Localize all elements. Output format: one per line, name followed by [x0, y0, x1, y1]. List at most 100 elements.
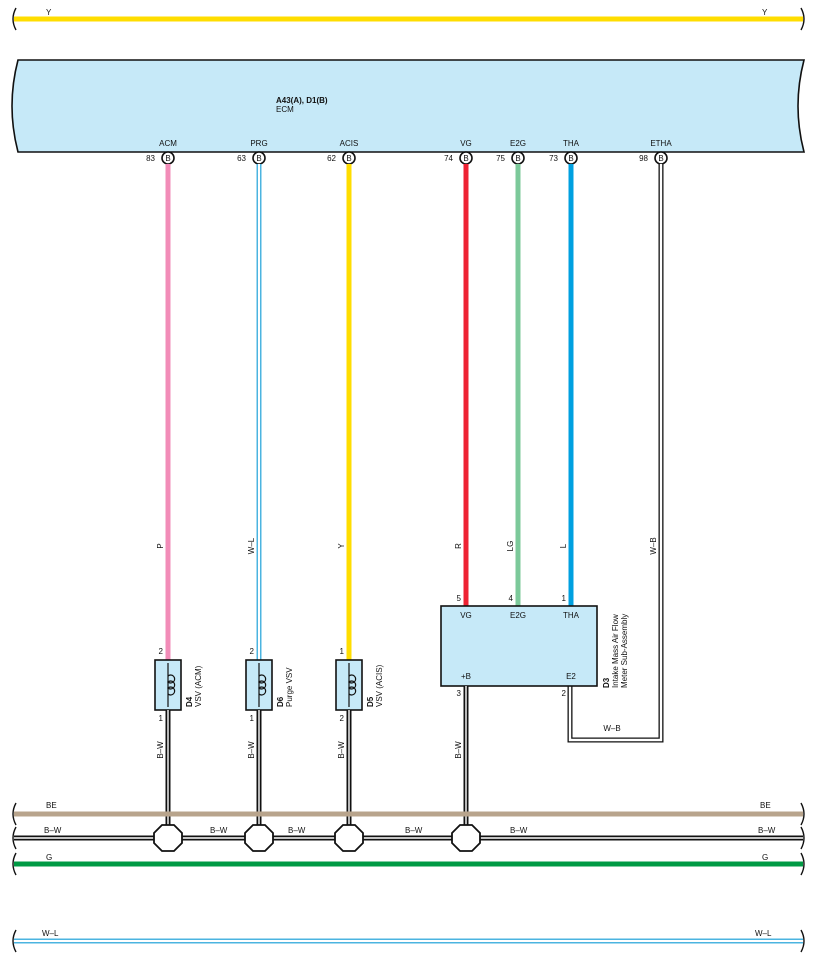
wire-label: G — [46, 853, 52, 862]
break-mark — [800, 929, 805, 953]
pin-number: 63 — [237, 154, 246, 163]
wire-label: B–W — [288, 826, 306, 835]
wire-label: G — [762, 853, 768, 862]
wire-label: W–L — [755, 929, 772, 938]
pin-number: 73 — [549, 154, 558, 163]
bus-wl: W–L W–L — [12, 929, 805, 953]
maf-meter: 5 4 1 VG E2G THA +B E2 3 2 D3 Intake Mas… — [440, 594, 629, 838]
break-mark — [12, 929, 17, 953]
ecm-pin-vg: VG 74 B — [444, 139, 473, 165]
component-name: Intake Mass Air Flow — [611, 614, 620, 688]
pin-number: 98 — [639, 154, 648, 163]
vsv-purge: 2 1 D6 Purge VSV B–W — [245, 647, 294, 838]
connector-letter: B — [256, 154, 261, 163]
signal-wires: P W–L Y R LG L W–B W–B — [156, 164, 664, 743]
component-code: D5 — [366, 696, 375, 707]
wire-etha-stripe — [568, 164, 663, 742]
wire-label: P — [156, 543, 165, 548]
ecm-pin-acis: ACIS 62 B — [327, 139, 358, 165]
maf-pin-e2: E2 — [566, 672, 576, 681]
pin-name: PRG — [250, 139, 267, 148]
solenoid-coil-icon — [258, 674, 267, 696]
wire-label: B–W — [247, 741, 256, 759]
ecm-pin-e2g: E2G 75 B — [496, 139, 526, 165]
pin-number: 4 — [509, 594, 514, 603]
pin-number: 5 — [457, 594, 462, 603]
vsv-acm: 2 1 D4 VSV (ACM) B–W — [154, 647, 203, 838]
pin-name: VG — [460, 139, 472, 148]
pin-number: 1 — [250, 714, 255, 723]
pin-name: THA — [563, 139, 580, 148]
ecm-pins: ACM 83 B PRG 63 B ACIS 62 B VG 74 B E2G … — [146, 139, 672, 165]
pin-number: 1 — [340, 647, 345, 656]
break-mark — [800, 826, 805, 850]
connector-letter: B — [515, 154, 520, 163]
pin-number: 1 — [159, 714, 164, 723]
break-mark — [800, 7, 805, 31]
maf-pin-tha: THA — [563, 611, 580, 620]
splice-junction-icon — [451, 824, 481, 852]
bus-be: BE BE — [12, 801, 805, 826]
ecm-block: A43(A), D1(B) ECM — [11, 59, 806, 153]
wire-label: B–W — [758, 826, 776, 835]
pin-name: ETHA — [650, 139, 672, 148]
bus-bw: B–W B–W B–W B–W B–W B–W — [12, 824, 805, 852]
connector-letter: B — [463, 154, 468, 163]
component-name: VSV (ACM) — [194, 665, 203, 707]
pin-number: 3 — [457, 689, 462, 698]
solenoid-coil-icon — [348, 674, 357, 696]
maf-body — [440, 605, 598, 687]
wire-label: L — [559, 543, 568, 548]
pin-number: 83 — [146, 154, 155, 163]
pin-number: 2 — [159, 647, 164, 656]
maf-pin-vg: VG — [460, 611, 472, 620]
pin-number: 75 — [496, 154, 505, 163]
component-name: VSV (ACIS) — [375, 664, 384, 707]
connector-letter: B — [165, 154, 170, 163]
component-code: D6 — [276, 696, 285, 707]
component-code: D3 — [602, 677, 611, 688]
ecm-pin-prg: PRG 63 B — [237, 139, 268, 165]
connector-letter: B — [658, 154, 663, 163]
pin-name: E2G — [510, 139, 526, 148]
wire-label: Y — [762, 8, 768, 17]
break-mark — [800, 802, 805, 826]
vsv-acis: 1 2 D5 VSV (ACIS) B–W — [335, 647, 384, 838]
break-mark — [12, 826, 17, 850]
wire-label: B–W — [210, 826, 228, 835]
splice-junction-icon — [153, 824, 183, 852]
wire-label: B–W — [44, 826, 62, 835]
wire-label: BE — [46, 801, 57, 810]
component-name: Purge VSV — [285, 667, 294, 707]
maf-pin-e2g: E2G — [510, 611, 526, 620]
splice-junction-icon — [244, 824, 274, 852]
wire-label: B–W — [405, 826, 423, 835]
pin-number: 1 — [562, 594, 567, 603]
break-mark — [12, 802, 17, 826]
break-mark — [12, 852, 17, 876]
break-mark — [800, 852, 805, 876]
bus-g: G G — [12, 852, 805, 876]
wire-label: Y — [337, 543, 346, 549]
wire-label: W–B — [649, 537, 658, 554]
wire-label: W–L — [247, 537, 256, 554]
splice-junction-icon — [334, 824, 364, 852]
break-mark — [12, 7, 17, 31]
pin-number: 62 — [327, 154, 336, 163]
bus-y-top: Y Y — [12, 7, 805, 31]
ecm-code: A43(A), D1(B) — [276, 96, 328, 105]
wire-label: B–W — [454, 741, 463, 759]
wire-label: LG — [506, 541, 515, 552]
wire-label: R — [454, 543, 463, 549]
connector-letter: B — [346, 154, 351, 163]
wire-label: B–W — [510, 826, 528, 835]
wire-label: B–W — [337, 741, 346, 759]
ecm-body — [11, 59, 806, 153]
ecm-pin-acm: ACM 83 B — [146, 139, 177, 165]
pin-number: 2 — [562, 689, 567, 698]
pin-number: 74 — [444, 154, 453, 163]
component-name: Meter Sub-Assembly — [620, 614, 629, 688]
wire-label: W–L — [42, 929, 59, 938]
component-code: D4 — [185, 696, 194, 707]
